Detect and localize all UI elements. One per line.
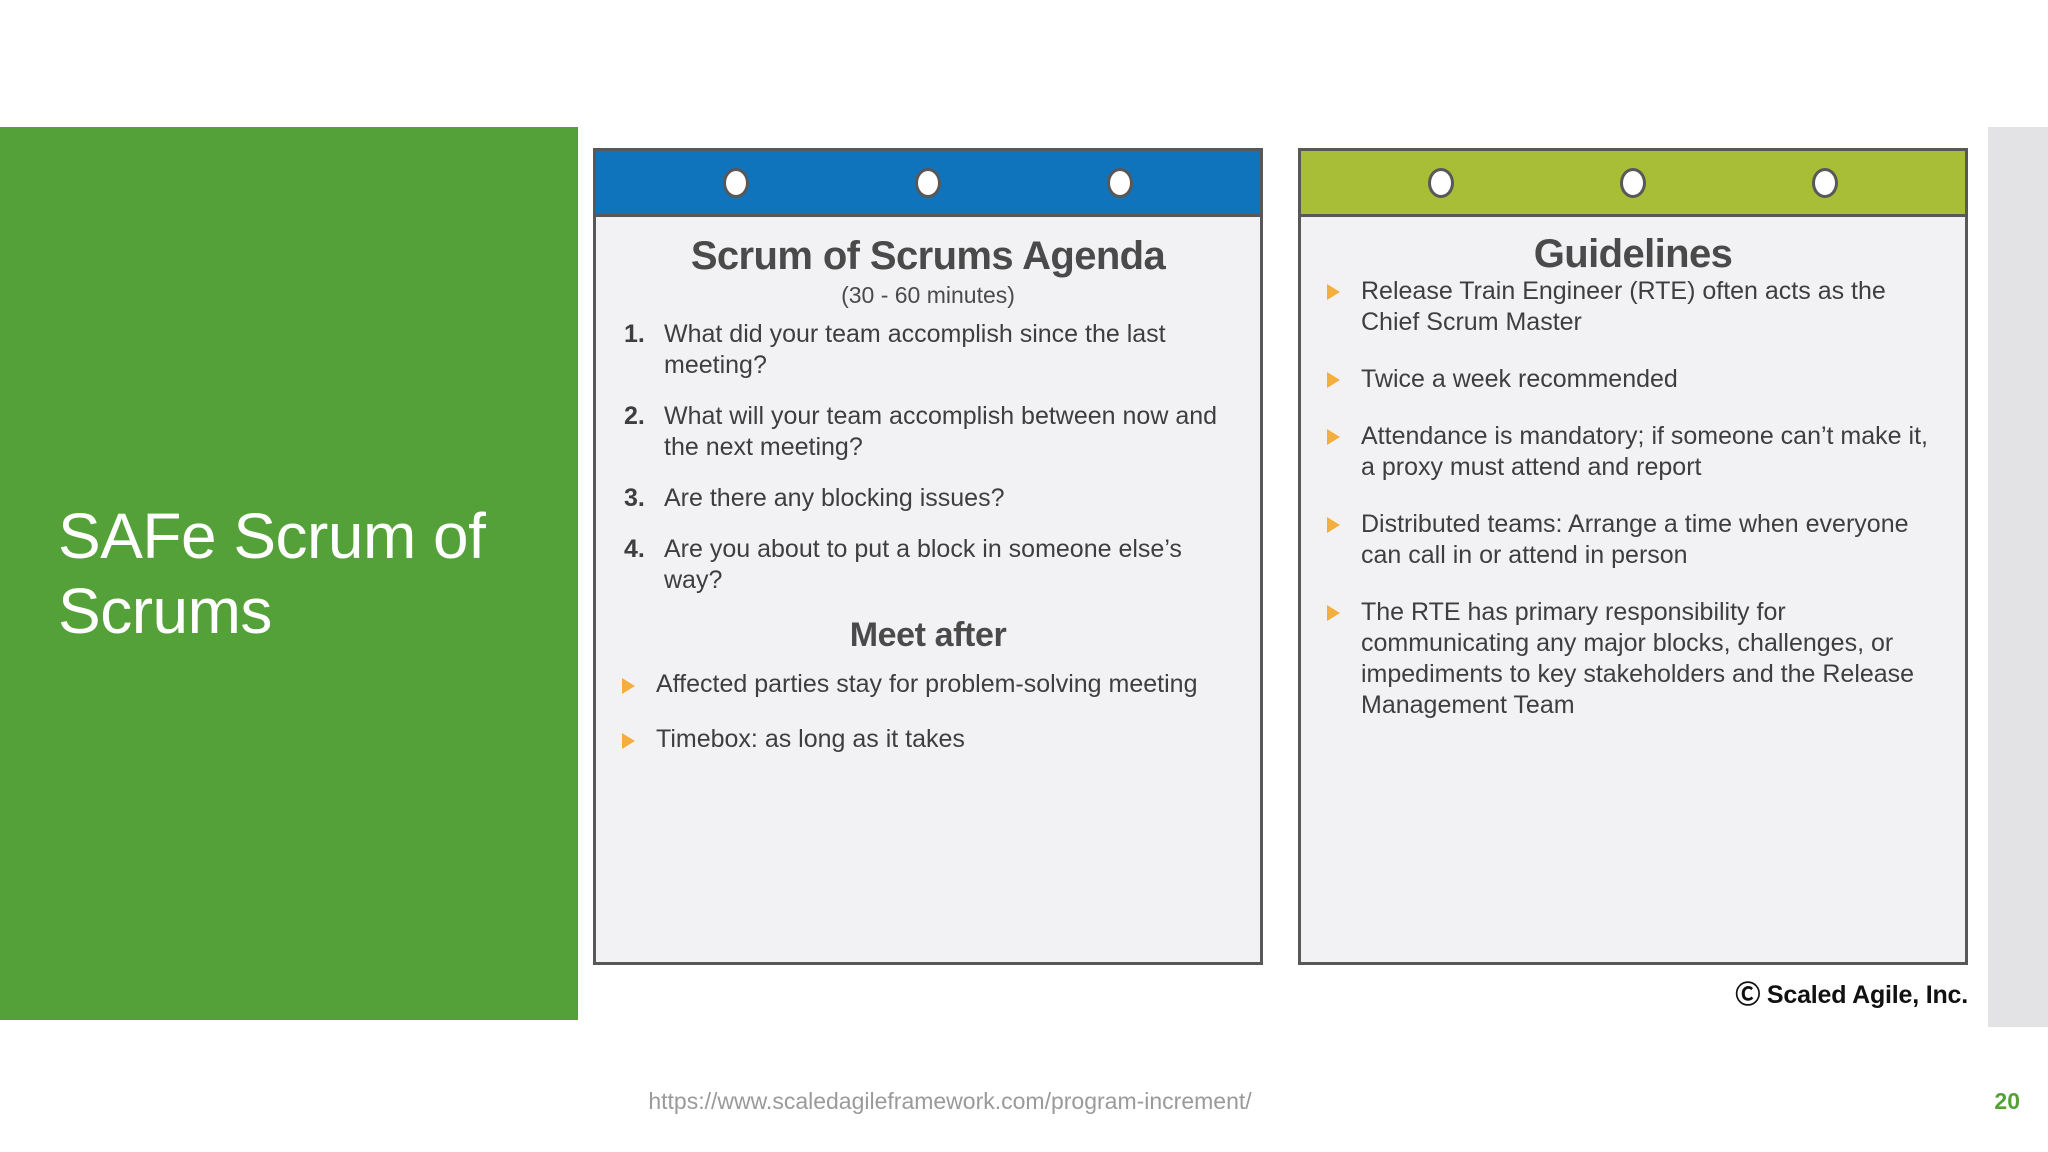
list-item-text: What did your team accomplish since the … xyxy=(664,320,1166,380)
list-item: Distributed teams: Arrange a time when e… xyxy=(1327,509,1939,571)
triangle-bullet-icon xyxy=(622,678,656,709)
triangle-bullet-icon xyxy=(1327,605,1361,729)
flipchart-ring-icon xyxy=(1107,167,1133,198)
list-item: 1. What did your team accomplish since t… xyxy=(622,319,1234,381)
list-item: Timebox: as long as it takes xyxy=(622,724,1234,755)
agenda-card-subtitle: (30 - 60 minutes) xyxy=(841,282,1015,309)
agenda-card-body: Scrum of Scrums Agenda (30 - 60 minutes)… xyxy=(596,217,1260,765)
guidelines-card-body: Guidelines Release Train Engineer (RTE) … xyxy=(1301,217,1965,757)
copyright-notice: Ⓒ Scaled Agile, Inc. xyxy=(1735,981,1968,1009)
agenda-card-title: Scrum of Scrums Agenda xyxy=(690,234,1166,278)
list-item-text: The RTE has primary responsibility for c… xyxy=(1361,598,1915,720)
flipchart-ring-icon xyxy=(1620,167,1646,198)
list-item: Attendance is mandatory; if someone can’… xyxy=(1327,421,1939,483)
flipchart-ring-icon xyxy=(915,167,941,198)
flipchart-ring-icon xyxy=(1428,167,1454,198)
list-item-text: Attendance is mandatory; if someone can’… xyxy=(1361,422,1928,482)
list-item-number: 3. xyxy=(624,484,645,513)
triangle-bullet-icon xyxy=(1327,372,1361,403)
list-item-text: Are you about to put a block in someone … xyxy=(664,535,1182,595)
meet-after-bullet-list: Affected parties stay for problem-solvin… xyxy=(622,669,1234,755)
triangle-bullet-icon xyxy=(622,733,656,764)
triangle-bullet-icon xyxy=(1327,517,1361,579)
flipchart-ring-icon xyxy=(723,167,749,198)
list-item: 3. Are there any blocking issues? xyxy=(622,483,1234,514)
list-item: Release Train Engineer (RTE) often acts … xyxy=(1327,276,1939,338)
triangle-bullet-icon xyxy=(1327,284,1361,346)
triangle-bullet-icon xyxy=(1327,429,1361,491)
meet-after-heading: Meet after xyxy=(849,616,1007,655)
list-item-text: What will your team accomplish between n… xyxy=(664,402,1218,462)
list-item-text: Release Train Engineer (RTE) often acts … xyxy=(1361,277,1886,337)
list-item-text: Timebox: as long as it takes xyxy=(656,725,965,754)
agenda-card-header xyxy=(596,151,1260,217)
list-item-text: Affected parties stay for problem-solvin… xyxy=(656,670,1198,699)
agenda-card: Scrum of Scrums Agenda (30 - 60 minutes)… xyxy=(593,148,1263,965)
list-item: 2. What will your team accomplish betwee… xyxy=(622,401,1234,463)
list-item: Affected parties stay for problem-solvin… xyxy=(622,669,1234,700)
list-item-number: 2. xyxy=(624,402,645,431)
right-edge-strip xyxy=(1988,127,2048,1027)
footer-source-url[interactable]: https://www.scaledagileframework.com/pro… xyxy=(648,1088,1252,1114)
agenda-numbered-list: 1. What did your team accomplish since t… xyxy=(622,319,1234,596)
list-item-text: Are there any blocking issues? xyxy=(664,484,1005,513)
page-title: SAFe Scrum of Scrums xyxy=(58,500,486,647)
list-item: Twice a week recommended xyxy=(1327,364,1939,395)
list-item-text: Twice a week recommended xyxy=(1361,365,1678,394)
guidelines-bullet-list: Release Train Engineer (RTE) often acts … xyxy=(1327,276,1939,721)
list-item: The RTE has primary responsibility for c… xyxy=(1327,597,1939,721)
list-item: 4. Are you about to put a block in someo… xyxy=(622,534,1234,596)
list-item-number: 1. xyxy=(624,320,645,349)
list-item-number: 4. xyxy=(624,535,645,564)
list-item-text: Distributed teams: Arrange a time when e… xyxy=(1361,510,1909,570)
title-panel: SAFe Scrum of Scrums xyxy=(0,127,578,1020)
guidelines-card: Guidelines Release Train Engineer (RTE) … xyxy=(1298,148,1968,965)
guidelines-card-title: Guidelines xyxy=(1533,232,1733,276)
page-number: 20 xyxy=(1994,1088,2020,1114)
flipchart-ring-icon xyxy=(1812,167,1838,198)
guidelines-card-header xyxy=(1301,151,1965,217)
